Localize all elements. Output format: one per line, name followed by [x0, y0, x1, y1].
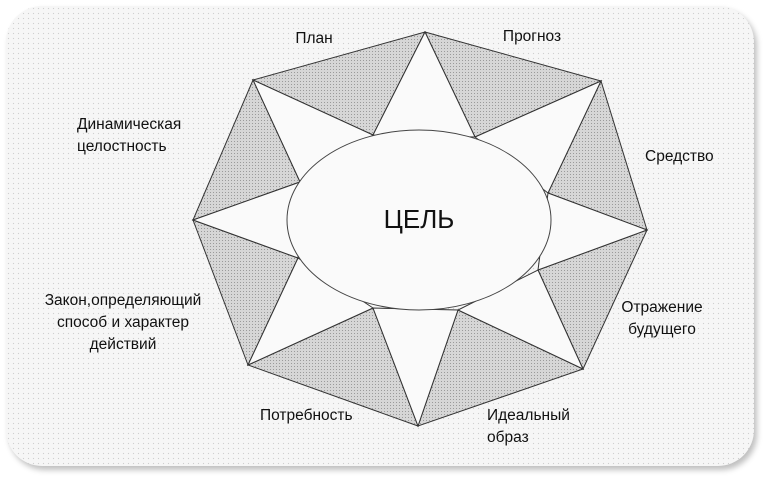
label-means: Средство	[645, 148, 714, 165]
goal-ellipse	[286, 129, 552, 311]
label-line: целостность	[77, 138, 167, 155]
label-line: Закон,определяющий	[44, 292, 202, 309]
label-line: действий	[89, 336, 157, 353]
center-label: ЦЕЛЬ	[383, 204, 455, 234]
label-future-reflection: Отражение будущего	[621, 297, 702, 341]
label-law: Закон,определяющий способ и характер дей…	[45, 290, 202, 356]
label-ideal-image: Идеальный образ	[487, 405, 570, 449]
label-line: Динамическая	[77, 116, 182, 133]
label-line: образ	[487, 429, 529, 446]
label-line: будущего	[628, 321, 696, 338]
label-forecast: Прогноз	[502, 28, 562, 45]
label-need: Потребность	[260, 407, 353, 424]
label-line: Отражение	[621, 299, 703, 316]
label-plan: План	[295, 30, 333, 47]
label-line: Идеальный	[487, 407, 570, 424]
label-dynamic-integrity: Динамическая целостность	[77, 114, 181, 158]
label-line: способ и характер	[56, 314, 189, 331]
